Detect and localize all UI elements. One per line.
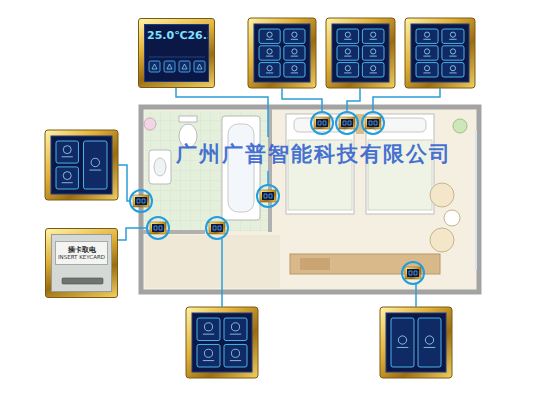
panel-face: 插卡取电INSERT KEYCARD [51,234,112,292]
switch-location-icon [362,112,384,134]
leader-line [373,88,440,112]
leader-line [415,284,417,307]
card-slot [52,273,112,291]
floor-plan [141,107,479,292]
thermostat-panel: 25.0℃26.5℃ [138,18,215,88]
leader-line [118,228,147,240]
leader-lines [118,88,440,307]
switch-panel [248,18,316,88]
switch-panel [380,307,452,378]
leader-line [347,88,360,112]
switch-location-icon [402,262,424,284]
keycard-switch-panel: 插卡取电INSERT KEYCARD [45,228,118,298]
thermostat-buttons [145,53,209,81]
switch-location-icon [206,217,228,239]
room-temperature: 26.5℃ [187,29,209,42]
keycard-plate: 插卡取电INSERT KEYCARD [55,241,108,265]
switch-location-icon [147,217,169,239]
switch-panel [405,18,475,88]
keycard-label-chinese: 插卡取电 [57,246,106,254]
switch-panel [326,18,395,88]
keycard-label-english: INSERT KEYCARD [57,254,106,261]
leader-line [282,88,322,112]
leader-line [118,165,130,201]
switch-location-icon [257,185,279,207]
switch-panel [45,130,118,200]
switch-panel [186,307,258,378]
switch-location-icon [130,190,152,212]
leader-line [267,171,269,185]
switch-location-icon [311,112,333,134]
panel-face: 25.0℃26.5℃ [144,24,209,82]
leader-line [221,239,223,307]
switch-location-icon [336,112,358,134]
watermark: 广州广普智能科技有限公司 [176,140,452,168]
lcd-readout: 25.0℃26.5℃ [145,25,208,42]
leader-line [176,88,268,137]
set-temperature: 25.0℃ [147,29,187,42]
